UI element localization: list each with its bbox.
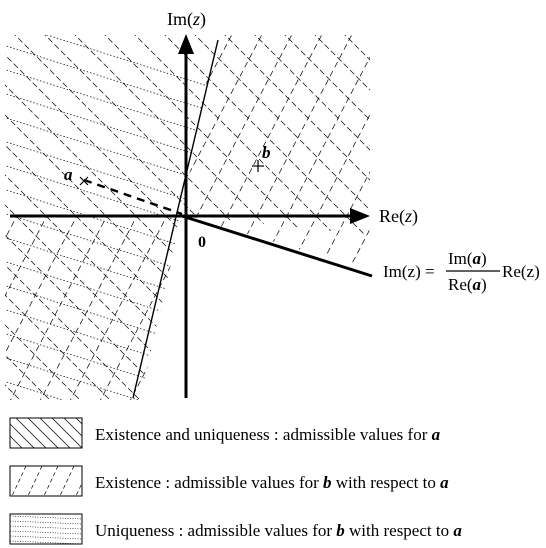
- formula-numerator: Im(a): [448, 249, 487, 268]
- formula-denominator: Re(a): [448, 275, 487, 294]
- legend-swatch-dotted: [9, 513, 83, 545]
- a-to-origin-dashed: [83, 178, 183, 216]
- imaginary-axis-label: Im(z): [167, 9, 206, 30]
- sw1-pattern: [10, 418, 82, 448]
- formula: Im(z) = Im(a) Re(a) Re(z): [383, 249, 540, 294]
- legend-text-1: Existence and uniqueness : admissible va…: [95, 425, 441, 444]
- real-axis-label: Re(z): [379, 206, 418, 227]
- slash-hatch-right: [182, 35, 370, 270]
- slash-hatch-left: [5, 215, 182, 400]
- point-a-label: a: [64, 165, 73, 184]
- point-b-label: b: [262, 143, 271, 162]
- legend-text-3: Uniqueness : admissible values for b wit…: [95, 521, 462, 540]
- backslash-hatch-left: [5, 35, 215, 400]
- a-marker-cross: [79, 176, 89, 186]
- legend-item-existence: Existence : admissible values for b with…: [9, 465, 449, 497]
- legend-text-2: Existence : admissible values for b with…: [95, 473, 449, 492]
- legend-item-existence-uniqueness: Existence and uniqueness : admissible va…: [9, 417, 441, 449]
- legend-swatch-slash: [9, 465, 83, 497]
- backslash-hatch-right: [182, 35, 370, 235]
- legend: Existence and uniqueness : admissible va…: [9, 417, 462, 545]
- formula-lhs: Im(z) =: [383, 262, 435, 281]
- sw2-pattern: [10, 466, 82, 496]
- formula-line: [181, 214, 373, 278]
- boundary-line-steep: [132, 39, 219, 399]
- real-axis-arrow: [350, 208, 370, 224]
- formula-rhs: Re(z): [502, 262, 540, 281]
- origin-label: 0: [198, 234, 206, 251]
- legend-item-uniqueness: Uniqueness : admissible values for b wit…: [9, 513, 462, 545]
- imaginary-axis-arrow: [178, 34, 194, 54]
- sw3-pattern: [10, 515, 82, 544]
